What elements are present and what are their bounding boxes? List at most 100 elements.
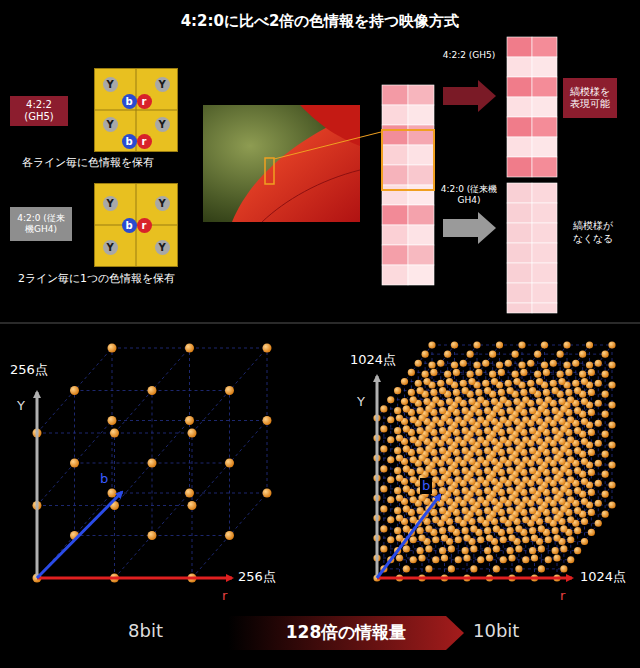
- lattice-point: [439, 527, 446, 534]
- lattice-point: [531, 414, 538, 421]
- grid-border: [95, 69, 178, 152]
- lattice-point: [507, 427, 514, 434]
- lattice-point: [588, 409, 595, 416]
- b-axis: [37, 492, 122, 578]
- lattice-point: [394, 447, 401, 454]
- box-text: 縞模様を表現可能: [568, 86, 612, 111]
- stripe-cell: [382, 205, 408, 225]
- lattice-point: [560, 445, 567, 452]
- lattice-point: [486, 434, 493, 441]
- lattice-point: [455, 496, 462, 503]
- lattice-point: [453, 369, 460, 376]
- lattice-point: [108, 416, 117, 425]
- grid-line: [490, 465, 545, 538]
- separator: [0, 323, 640, 324]
- lattice-point: [529, 387, 536, 394]
- grid-line: [557, 485, 612, 558]
- lattice-point: [493, 485, 500, 492]
- lattice-point: [493, 565, 500, 572]
- lattice-point: [417, 527, 424, 534]
- grid-line: [445, 445, 500, 518]
- lattice-point: [484, 467, 491, 474]
- lattice-point: [482, 380, 489, 387]
- lattice-point: [557, 371, 564, 378]
- lattice-point: [493, 405, 500, 412]
- stripe-cell: [382, 105, 408, 125]
- lattice-point: [602, 411, 609, 418]
- lattice-point: [608, 461, 615, 468]
- lattice-point: [441, 414, 448, 421]
- lattice-point: [455, 516, 462, 523]
- lattice-point: [574, 527, 581, 534]
- lattice-point: [529, 487, 536, 494]
- lattice-point: [500, 556, 507, 563]
- lattice-point: [387, 436, 394, 443]
- lattice-point: [560, 485, 567, 492]
- lattice-point: [560, 505, 567, 512]
- lattice-point: [531, 534, 538, 541]
- lattice-point: [417, 507, 424, 514]
- lattice-point: [536, 378, 543, 385]
- lattice-point: [451, 341, 458, 348]
- lattice-point: [567, 556, 574, 563]
- grid-line: [490, 505, 545, 578]
- grid-line: [535, 505, 590, 578]
- stripe-cell: [507, 137, 532, 157]
- lattice-point: [608, 441, 615, 448]
- lattice-point: [553, 554, 560, 561]
- grid-line: [467, 445, 522, 518]
- lattice-point: [428, 361, 435, 368]
- stripe-cell: [408, 265, 434, 285]
- flow-arrow: [443, 212, 496, 244]
- lattice-point: [574, 447, 581, 454]
- stripe-cell: [532, 263, 557, 283]
- lattice-point: [500, 416, 507, 423]
- lattice-point: [595, 380, 602, 387]
- lattice-point: [396, 494, 403, 501]
- lattice-point: [512, 371, 519, 378]
- lattice-point: [396, 434, 403, 441]
- lattice-point: [70, 459, 79, 468]
- stripe-cell: [382, 125, 408, 145]
- grid-line: [467, 425, 522, 498]
- lattice-point: [475, 369, 482, 376]
- lattice-point: [477, 476, 484, 483]
- lattice-point: [574, 467, 581, 474]
- lattice-point: [396, 534, 403, 541]
- lattice-point: [560, 545, 567, 552]
- lattice-point: [410, 536, 417, 543]
- lattice-point: [394, 507, 401, 514]
- lattice-point: [417, 427, 424, 434]
- lattice-point: [430, 369, 437, 376]
- stripe-cell: [382, 185, 408, 205]
- lattice-point: [500, 496, 507, 503]
- axis-count: 256点: [238, 569, 276, 585]
- stripe-cell: [382, 265, 408, 285]
- box-text: 4:2:0 (従来機GH4): [15, 213, 67, 236]
- lattice-point: [463, 514, 470, 521]
- lattice-point: [417, 467, 424, 474]
- lattice-point: [444, 371, 451, 378]
- lattice-point: [522, 436, 529, 443]
- lattice-point: [410, 496, 417, 503]
- lattice-point: [441, 434, 448, 441]
- axis-name: r: [222, 588, 227, 604]
- stripe-cell: [532, 223, 557, 243]
- lattice-point: [441, 474, 448, 481]
- lattice-point: [588, 369, 595, 376]
- lattice-point: [508, 514, 515, 521]
- lattice-point: [602, 511, 609, 518]
- lattice-point: [484, 527, 491, 534]
- lattice-point: [484, 427, 491, 434]
- stripe-columns: [382, 37, 557, 313]
- lattice-point: [475, 389, 482, 396]
- lattice-point: [505, 380, 512, 387]
- lattice-point: [500, 456, 507, 463]
- lattice-point: [462, 467, 469, 474]
- lattice-point: [522, 476, 529, 483]
- lattice-point: [484, 407, 491, 414]
- lattice-point: [531, 454, 538, 461]
- grid-line: [377, 465, 432, 538]
- axis-name: Y: [17, 398, 25, 414]
- lattice-point: [403, 505, 410, 512]
